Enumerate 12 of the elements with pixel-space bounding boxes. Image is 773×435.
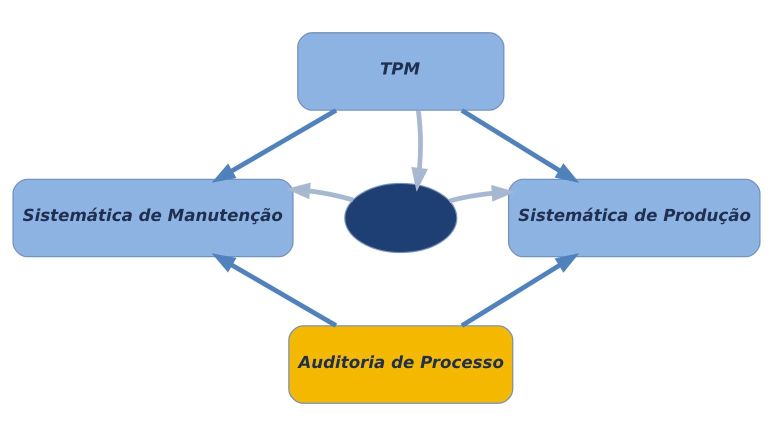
arrow — [449, 184, 516, 203]
node-box: Auditoria de Processo — [288, 324, 514, 404]
node-box: Sistemática de Produção — [508, 178, 761, 257]
node-box: TPM — [297, 32, 504, 110]
arrow — [286, 182, 354, 202]
arrow — [460, 108, 580, 182]
arrow — [460, 252, 580, 328]
arrow — [411, 110, 428, 192]
node-box: Sistemática de Manutenção — [12, 178, 294, 257]
arrow — [212, 108, 338, 182]
node-circle — [344, 182, 458, 253]
arrow — [212, 252, 338, 328]
